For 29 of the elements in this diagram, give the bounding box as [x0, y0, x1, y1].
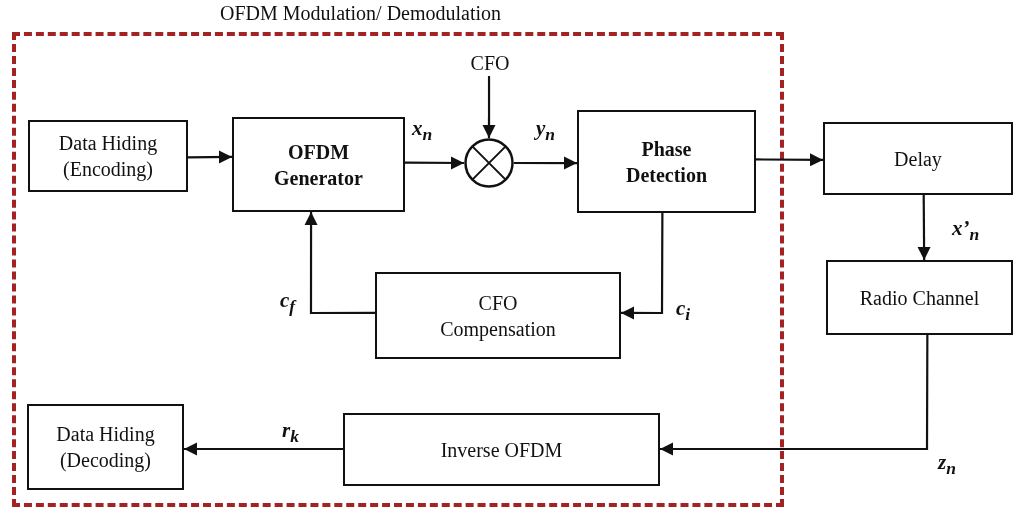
- process-box: [232, 117, 405, 212]
- mixer-circle: [464, 138, 514, 188]
- input-label: CFO: [470, 51, 510, 75]
- process-box: [27, 404, 184, 490]
- arrow: [917, 195, 931, 260]
- box-label: Delay: [894, 146, 942, 172]
- arrow: [660, 335, 929, 456]
- process-box: [375, 272, 621, 359]
- process-box: [577, 110, 756, 213]
- box-label: Inverse OFDM: [440, 437, 563, 463]
- arrow: [184, 442, 343, 456]
- box-label: Phase Detection: [624, 136, 709, 188]
- arrow: [482, 76, 496, 138]
- process-box: [826, 260, 1013, 335]
- process-box: [823, 122, 1013, 195]
- box-label: Data Hiding (Decoding): [55, 422, 156, 473]
- group-title: OFDM Modulation/ Demodulation: [220, 2, 502, 25]
- box-label: OFDM Generator: [273, 139, 364, 191]
- arrow: [304, 212, 375, 315]
- box-label: CFO Compensation: [439, 290, 557, 342]
- box-label: Data Hiding (Encoding): [57, 131, 159, 182]
- arrow: [188, 150, 232, 164]
- arrow: [756, 153, 823, 167]
- arrow: [621, 213, 664, 320]
- box-label: Radio Channel: [859, 285, 980, 311]
- process-box: [343, 413, 660, 486]
- arrow: [405, 156, 464, 170]
- arrow: [514, 156, 577, 170]
- process-box: [28, 120, 188, 192]
